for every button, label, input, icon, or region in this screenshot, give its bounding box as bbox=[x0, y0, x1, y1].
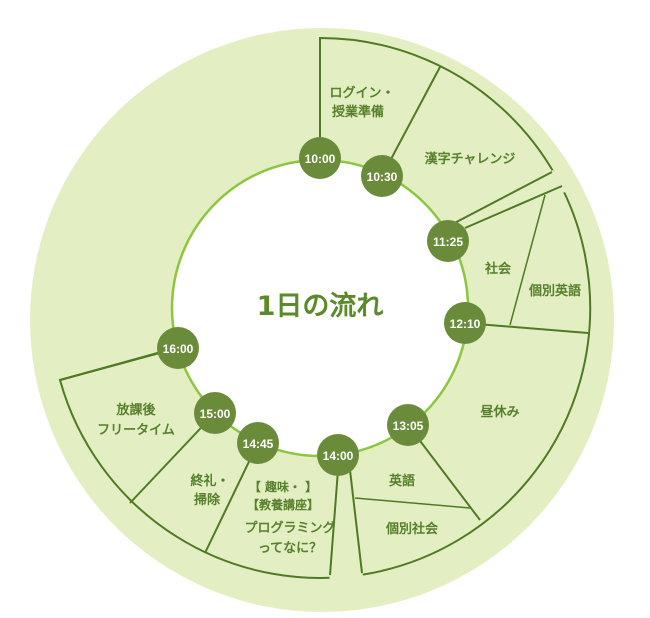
svg-text:16:00: 16:00 bbox=[163, 342, 194, 356]
svg-text:14:00: 14:00 bbox=[323, 449, 354, 463]
schedule-area bbox=[58, 36, 592, 579]
time-node: 16:00 bbox=[157, 327, 199, 369]
time-node: 15:00 bbox=[194, 392, 236, 434]
time-node: 14:00 bbox=[317, 434, 359, 476]
activity-after-school: 放課後 bbox=[115, 402, 156, 418]
time-node: 12:10 bbox=[444, 302, 486, 344]
activity-programming-2: ってなに？ bbox=[258, 541, 322, 556]
time-node: 11:25 bbox=[427, 220, 469, 262]
svg-text:12:10: 12:10 bbox=[450, 317, 481, 331]
diagram-title: 1日の流れ bbox=[257, 291, 384, 322]
time-node: 10:30 bbox=[361, 155, 403, 197]
svg-text:10:00: 10:00 bbox=[305, 152, 336, 166]
activity-english: 英語 bbox=[388, 473, 415, 489]
activity-login-2: 授業準備 bbox=[332, 104, 384, 120]
activity-lunch: 昼休み bbox=[480, 404, 519, 420]
activity-after-school-2: フリータイム bbox=[97, 423, 175, 438]
gap-band-afternoon bbox=[329, 465, 364, 585]
activity-social: 社会 bbox=[484, 261, 512, 277]
gap-band-morning bbox=[440, 170, 570, 232]
time-node: 14:45 bbox=[237, 422, 279, 464]
activity-kanji: 漢字チャレンジ bbox=[425, 151, 516, 167]
activity-programming: プログラミング bbox=[244, 520, 335, 536]
time-node: 13:05 bbox=[387, 404, 429, 446]
svg-text:14:45: 14:45 bbox=[243, 437, 274, 451]
activity-login: ログイン・ bbox=[329, 85, 394, 101]
activity-indiv-social: 個別社会 bbox=[385, 521, 439, 537]
activity-closing-2: 掃除 bbox=[194, 492, 221, 508]
activity-closing: 終礼・ bbox=[190, 473, 229, 489]
svg-text:15:00: 15:00 bbox=[200, 407, 231, 421]
activity-hobby-header: 【 趣味・ 】 bbox=[249, 479, 317, 494]
svg-text:11:25: 11:25 bbox=[433, 235, 463, 249]
svg-text:10:30: 10:30 bbox=[367, 170, 398, 184]
activity-hobby-header-2: 【教養講座】 bbox=[247, 497, 319, 512]
activity-indiv-english: 個別英語 bbox=[528, 283, 581, 299]
svg-text:13:05: 13:05 bbox=[393, 419, 424, 433]
time-node: 10:00 bbox=[299, 137, 341, 179]
